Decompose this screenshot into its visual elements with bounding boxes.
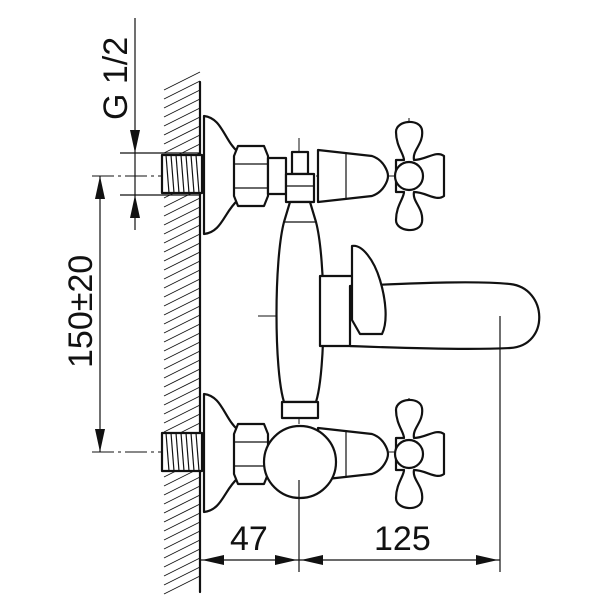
thread-line (180, 432, 185, 472)
upper-valve-head (316, 148, 390, 204)
faucet-body (262, 150, 338, 500)
upper-handle-hub (393, 160, 425, 192)
thread-line (170, 432, 175, 472)
lower-valve (316, 398, 446, 510)
diverter-ball (262, 424, 338, 500)
hatch-line (163, 413, 201, 433)
lower-hex-nut (232, 422, 270, 486)
hatch-line (163, 566, 201, 586)
thread-line (190, 432, 195, 472)
hatch-line (163, 575, 201, 595)
hatch-line (163, 287, 201, 307)
thread-line (190, 154, 195, 194)
upper-valve (316, 120, 446, 232)
wall-hatching (163, 71, 201, 595)
dim47-arrow-left (202, 555, 224, 565)
hatch-line (163, 269, 201, 289)
lower-inlet (160, 392, 270, 514)
upper-inlet (160, 114, 288, 236)
lower-handle-hub (393, 438, 425, 470)
diverter-lever (350, 244, 387, 336)
hatch-line (163, 314, 201, 334)
spout (348, 281, 541, 350)
hatch-line (163, 260, 201, 280)
hatch-line (163, 494, 201, 514)
hatch-line (163, 503, 201, 523)
body-column (275, 200, 325, 404)
hatch-line (163, 206, 201, 226)
hatch-line (163, 377, 201, 397)
thread-arrow-top (130, 130, 140, 153)
spacing-arrow-top (95, 176, 105, 199)
hatch-line (163, 134, 201, 154)
hatch-line (163, 476, 201, 496)
hatch-line (163, 323, 201, 343)
hatch-line (163, 233, 201, 253)
hatch-line (163, 116, 201, 136)
lower-thread-lines (165, 432, 200, 472)
dim47-arrow-right (275, 555, 297, 565)
hatch-line (163, 215, 201, 235)
hatch-line (163, 296, 201, 316)
thread-line (180, 154, 185, 194)
thread-line (170, 154, 175, 194)
hatch-line (163, 197, 201, 217)
thread-line (175, 154, 180, 194)
horizontal-dimensions: 47 125 (200, 316, 501, 572)
hatch-line (163, 125, 201, 145)
body-to-spout-label: 125 (374, 520, 431, 558)
hatch-line (163, 89, 201, 109)
hatch-line (163, 548, 201, 568)
spacing-arrow-bottom (95, 429, 105, 452)
hatch-line (163, 359, 201, 379)
hatch-line (163, 278, 201, 298)
hatch-line (163, 332, 201, 352)
thread-line (165, 154, 170, 194)
hatch-line (163, 395, 201, 415)
thread-line (185, 432, 190, 472)
thread-line (195, 154, 200, 194)
top-stem (290, 150, 310, 176)
hatch-line (163, 521, 201, 541)
hatch-line (163, 350, 201, 370)
hatch-line (163, 341, 201, 361)
thread-line (185, 154, 190, 194)
top-collar (284, 172, 316, 204)
hatch-line (163, 224, 201, 244)
hatch-line (163, 368, 201, 388)
hatch-line (163, 404, 201, 424)
spacing-label: 150±20 (62, 255, 100, 368)
thread-line (195, 432, 200, 472)
hatch-line (163, 485, 201, 505)
hatch-line (163, 305, 201, 325)
thread-dimension: G 1/2 (97, 18, 200, 230)
hatch-line (163, 557, 201, 577)
hatch-line (163, 251, 201, 271)
wall-to-body-label: 47 (230, 520, 268, 558)
hatch-line (163, 71, 201, 91)
hatch-line (163, 98, 201, 118)
hatch-line (163, 107, 201, 127)
upper-hex-nut (232, 144, 270, 208)
thread-label: G 1/2 (97, 37, 135, 120)
dim125-arrow-right (476, 555, 498, 565)
inlet-spacing-dimension: 150±20 (62, 176, 105, 452)
thread-line (165, 432, 170, 472)
hatch-line (163, 539, 201, 559)
thread-line (175, 432, 180, 472)
hatch-line (163, 512, 201, 532)
hatch-line (163, 386, 201, 406)
hatch-line (163, 242, 201, 262)
spout-assembly (318, 244, 541, 350)
bottom-collar (280, 400, 320, 420)
hatch-line (163, 530, 201, 550)
wall (163, 71, 202, 595)
dim125-arrow-left (301, 555, 323, 565)
upper-connector (266, 156, 288, 196)
upper-thread-lines (165, 154, 200, 194)
thread-arrow-bottom (130, 195, 140, 218)
hatch-line (163, 80, 201, 100)
